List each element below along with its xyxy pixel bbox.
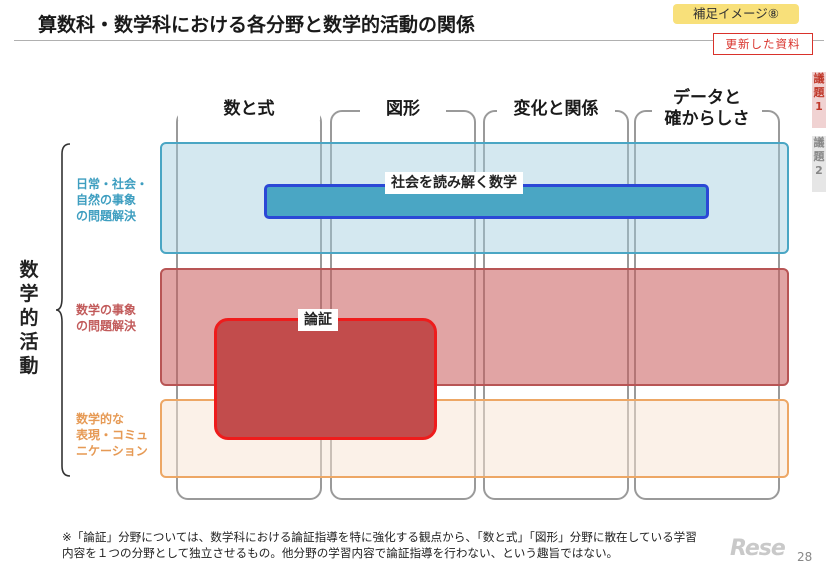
column-heading-number-expression: 数と式 bbox=[178, 99, 320, 120]
math-activity-side-label: 数 学 的 活 動 bbox=[18, 258, 40, 378]
agenda-tab-2-char: 題 bbox=[813, 150, 825, 163]
row-label-line: 数学の事象 bbox=[76, 303, 137, 317]
agenda-tab-2-char: 2 bbox=[815, 164, 823, 177]
row-label-math-problem-solving: 数学の事象 の問題解決 bbox=[76, 302, 136, 334]
column-heading-line: データと bbox=[673, 88, 741, 108]
side-label-char: 動 bbox=[19, 355, 39, 377]
row-label-line: 数学的な bbox=[76, 412, 125, 426]
page-number: 28 bbox=[797, 550, 813, 564]
column-heading-line: 数と式 bbox=[223, 99, 275, 119]
column-heading-change-relation: 変化と関係 bbox=[497, 99, 615, 120]
side-label-char: 的 bbox=[19, 307, 39, 329]
row-label-line: 自然の事象 bbox=[76, 193, 137, 207]
curly-brace-icon bbox=[56, 143, 71, 477]
updated-material-label: 更新した資料 bbox=[713, 33, 813, 55]
agenda-tab-1-char: 題 bbox=[813, 86, 825, 99]
society-math-label: 社会を読み解く数学 bbox=[385, 172, 523, 194]
footnote-line: 内容を１つの分野として独立させるもの。他分野の学習内容で論証指導を行わない、とい… bbox=[62, 546, 619, 560]
agenda-tab-1-char: 議 bbox=[813, 72, 825, 85]
column-heading-line: 変化と関係 bbox=[513, 99, 599, 119]
column-heading-data-probability: データと 確からしさ bbox=[652, 88, 762, 130]
watermark-logo: Rese bbox=[730, 536, 786, 561]
row-label-line: ニケーション bbox=[76, 444, 148, 458]
column-heading-geometry: 図形 bbox=[360, 99, 446, 120]
proof-field-label: 論証 bbox=[298, 309, 338, 331]
page-title: 算数科・数学科における各分野と数学的活動の関係 bbox=[38, 14, 476, 36]
proof-field-box bbox=[214, 318, 437, 440]
row-label-line: 表現・コミュ bbox=[76, 428, 149, 442]
agenda-tab-1-char: 1 bbox=[815, 100, 823, 113]
side-label-char: 活 bbox=[19, 331, 39, 353]
row-label-daily-problem-solving: 日常・社会・ 自然の事象 の問題解決 bbox=[76, 176, 148, 224]
footnote: ※「論証」分野については、数学科における論証指導を特に強化する観点から、「数と式… bbox=[62, 529, 697, 561]
footnote-line: ※「論証」分野については、数学科における論証指導を特に強化する観点から、「数と式… bbox=[62, 530, 697, 544]
row-label-line: の問題解決 bbox=[76, 209, 137, 223]
agenda-tab-2[interactable]: 議 題 2 bbox=[812, 136, 826, 192]
side-label-char: 学 bbox=[19, 283, 39, 305]
row-label-line: 日常・社会・ bbox=[76, 177, 149, 191]
column-heading-line: 図形 bbox=[386, 99, 420, 119]
row-label-expression-communication: 数学的な 表現・コミュ ニケーション bbox=[76, 411, 148, 459]
agenda-tab-1[interactable]: 議 題 1 bbox=[812, 72, 826, 128]
column-heading-line: 確からしさ bbox=[664, 109, 750, 129]
side-label-char: 数 bbox=[19, 259, 39, 281]
supplement-badge: 補足イメージ⑧ bbox=[673, 4, 799, 24]
agenda-tab-2-char: 議 bbox=[813, 136, 825, 149]
title-divider bbox=[14, 40, 824, 41]
row-label-line: の問題解決 bbox=[76, 319, 137, 333]
